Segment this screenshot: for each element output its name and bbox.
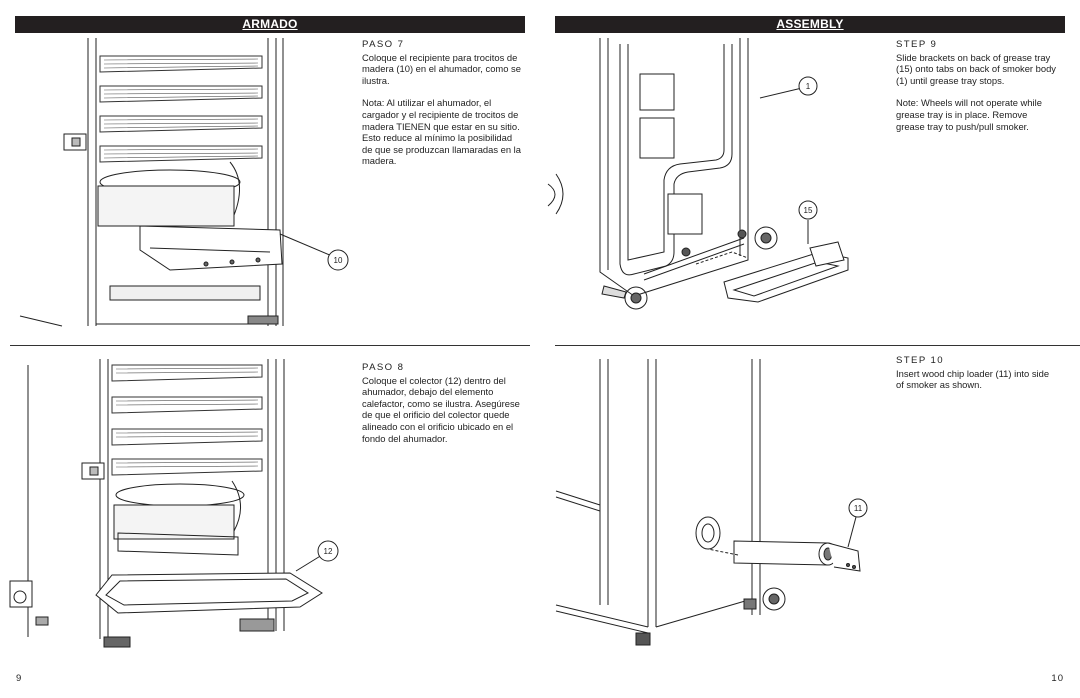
page-number-left: 9: [16, 673, 23, 684]
callout-12: 12: [324, 547, 333, 556]
step-10: STEP 10 Insert wood chip loader (11) int…: [896, 355, 1056, 402]
section-header-assembly: ASSEMBLY: [555, 16, 1065, 33]
step-paso8: PASO 8 Coloque el colector (12) dentro d…: [362, 362, 522, 455]
divider-left: [10, 345, 530, 346]
step-paso7: PASO 7 Coloque el recipiente para trocit…: [362, 39, 522, 178]
page-number-right: 10: [1051, 673, 1064, 684]
step-text: Coloque el colector (12) dentro del ahum…: [362, 374, 520, 444]
step-title: PASO 7: [362, 39, 405, 50]
step-text: Slide brackets on back of grease tray (1…: [896, 51, 1056, 86]
step-title: STEP 9: [896, 39, 938, 50]
fig7-smoker-wood-chip-tray-illustration: 10: [0, 34, 350, 334]
divider-right: [555, 345, 1080, 346]
step-text: Coloque el recipiente para trocitos de m…: [362, 51, 521, 86]
callout-10: 10: [334, 256, 343, 265]
step-9: STEP 9 Slide brackets on back of grease …: [896, 39, 1056, 143]
fig8-smoker-drip-pan-illustration: 12: [0, 355, 350, 655]
callout-11: 11: [854, 504, 863, 513]
fig10-wood-chip-loader-illustration: 11: [548, 355, 888, 655]
section-header-armado: ARMADO: [15, 16, 525, 33]
callout-15: 15: [804, 206, 813, 215]
step-title: STEP 10: [896, 355, 945, 366]
step-text: Insert wood chip loader (11) into side o…: [896, 367, 1050, 391]
step-note: Nota: Al utilizar el ahumador, el cargad…: [362, 97, 521, 167]
step-title: PASO 8: [362, 362, 405, 373]
callout-1: 1: [806, 82, 811, 91]
fig9-smoker-grease-tray-illustration: 1 15: [548, 34, 868, 334]
step-note: Note: Wheels will not operate while grea…: [896, 97, 1042, 132]
